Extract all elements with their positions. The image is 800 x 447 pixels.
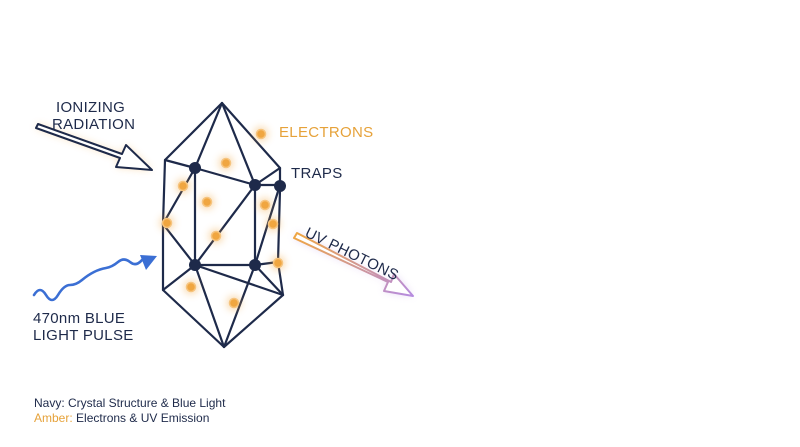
electron-dot xyxy=(177,180,189,192)
blue-wave-arrowhead xyxy=(140,255,157,270)
ionizing-radiation-arrow xyxy=(35,123,153,171)
electron-dot xyxy=(267,218,279,230)
uv-photons-arrow xyxy=(293,232,414,297)
electron-dot xyxy=(259,199,271,211)
uv-photons-label: UV PHOTONS xyxy=(302,224,401,284)
electron-dot xyxy=(161,217,173,229)
legend-navy: Navy: Crystal Structure & Blue Light xyxy=(34,396,226,410)
traps xyxy=(189,162,286,271)
electron-dot xyxy=(272,257,284,269)
legend-amber: Amber: Electrons & UV Emission xyxy=(34,411,225,426)
electron-dot xyxy=(228,297,240,309)
blue-light-label-line2: LIGHT PULSE xyxy=(33,327,134,344)
blue-light-label-line1: 470nm BLUE xyxy=(33,310,125,327)
electron-dot xyxy=(201,196,213,208)
electron-dot xyxy=(220,157,232,169)
trap-node xyxy=(274,180,286,192)
electron-dot xyxy=(185,281,197,293)
legend: Navy: Crystal Structure & Blue Light Amb… xyxy=(34,396,225,426)
trap-node xyxy=(189,162,201,174)
electron-dot xyxy=(210,230,222,242)
legend-amber-text: Electrons & UV Emission xyxy=(72,411,210,425)
trap-node xyxy=(249,259,261,271)
ionizing-label-line2: RADIATION xyxy=(52,116,135,133)
trap-node xyxy=(249,179,261,191)
blue-light-wave xyxy=(32,255,157,302)
trap-node xyxy=(189,259,201,271)
legend-amber-key: Amber: xyxy=(34,411,73,425)
crystal-outline xyxy=(161,101,285,349)
electron-dot xyxy=(255,128,267,140)
electrons xyxy=(160,127,285,310)
ionizing-label-line1: IONIZING xyxy=(56,99,125,116)
electrons-label: ELECTRONS xyxy=(279,124,373,141)
traps-label: TRAPS xyxy=(291,165,343,182)
